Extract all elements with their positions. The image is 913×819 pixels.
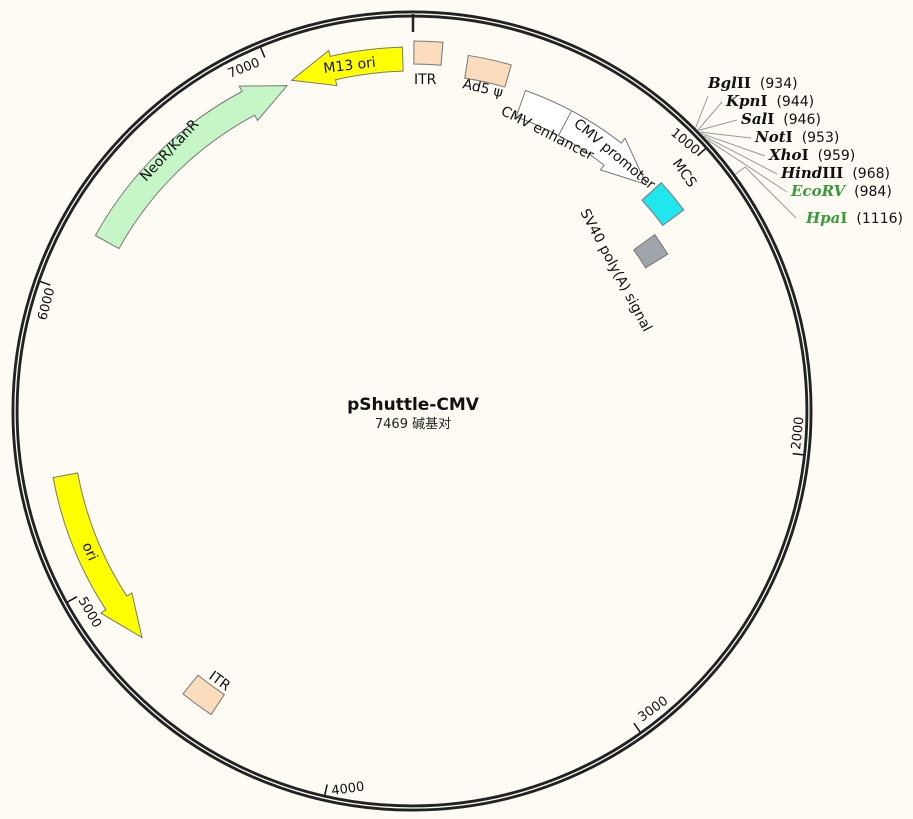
site-name-rest: I	[802, 146, 809, 164]
site-label-noti: NotI (953)	[754, 128, 839, 146]
site-line	[698, 119, 738, 131]
site-name-italic: Kpn	[725, 92, 760, 110]
plasmid-backbone	[11, 10, 813, 812]
site-label-ecorv: EcoRV (984)	[790, 182, 892, 200]
site-line	[703, 135, 778, 175]
feature-label-mcs: MCS	[669, 156, 700, 190]
feature-neor-kanr	[94, 85, 289, 250]
site-position: (959)	[818, 148, 856, 164]
feature-label-itr-top: ITR	[414, 72, 437, 88]
tick-6000	[39, 280, 51, 286]
site-name-italic: Not	[754, 128, 786, 146]
site-name-rest: I	[840, 209, 847, 227]
tick-marks	[39, 46, 804, 796]
site-position: (934)	[760, 76, 798, 92]
plasmid-size: 7469 碱基对	[375, 417, 451, 432]
tick-2000	[792, 452, 804, 456]
feature-itr-top	[413, 40, 444, 66]
feature-mcs	[641, 181, 685, 227]
site-line	[697, 101, 723, 131]
site-name-italic: EcoRV	[790, 182, 847, 200]
site-name-italic: Bgl	[707, 74, 737, 92]
feature-label-ori: ori	[78, 540, 100, 563]
site-position: (944)	[776, 94, 814, 110]
site-name-rest: I	[767, 110, 774, 128]
site-line	[735, 166, 797, 219]
feature-ori	[52, 472, 143, 639]
site-label-hindiii: HindIII (968)	[780, 164, 890, 182]
site-position: (1116)	[856, 211, 903, 227]
feature-label-m13: M13 ori	[323, 55, 377, 77]
site-line	[700, 131, 752, 139]
tick-7000	[259, 46, 266, 58]
site-label-sali: SalI (946)	[741, 110, 821, 128]
tick-label-6000: 6000	[35, 286, 58, 322]
cmv-divider	[558, 110, 573, 136]
site-name-italic: Sal	[741, 110, 768, 128]
site-label-hpai: HpaI (1116)	[805, 209, 903, 227]
feature-m13-ori	[290, 46, 404, 87]
site-position: (946)	[783, 112, 821, 128]
site-label-kpni: KpnI (944)	[725, 92, 814, 110]
plasmid-name: pShuttle-CMV	[347, 395, 480, 415]
tick-3000	[633, 722, 641, 733]
site-position: (984)	[854, 184, 892, 200]
site-label-xhoi: XhoI (959)	[768, 146, 855, 164]
site-name-italic: Xho	[768, 146, 802, 164]
site-name-italic: Hpa	[805, 209, 840, 227]
tick-4000	[323, 784, 328, 796]
site-name-rest: I	[786, 128, 793, 146]
site-line	[707, 139, 788, 193]
site-label-bglii: BglII (934)	[707, 74, 798, 92]
feature-cmv-arrow	[515, 89, 648, 186]
site-name-rest: III	[822, 164, 843, 182]
site-name-rest: II	[737, 74, 751, 92]
site-position: (953)	[802, 130, 840, 146]
tick-label-4000: 4000	[330, 780, 365, 799]
feature-itr-bottom	[182, 674, 226, 716]
feature-ad5	[464, 54, 512, 88]
tick-1000	[697, 147, 707, 157]
site-name-italic: Hind	[780, 164, 823, 182]
site-line	[695, 95, 709, 128]
feature-sv40	[632, 233, 669, 269]
site-name-rest: I	[760, 92, 767, 110]
tick-5000	[67, 596, 78, 603]
site-line	[701, 133, 766, 157]
features	[52, 40, 685, 716]
feature-label-sv40: SV40 poly(A) signal	[576, 206, 654, 334]
tick-label-2000: 2000	[789, 416, 807, 450]
site-position: (968)	[852, 166, 890, 182]
restriction-sites	[695, 95, 797, 219]
